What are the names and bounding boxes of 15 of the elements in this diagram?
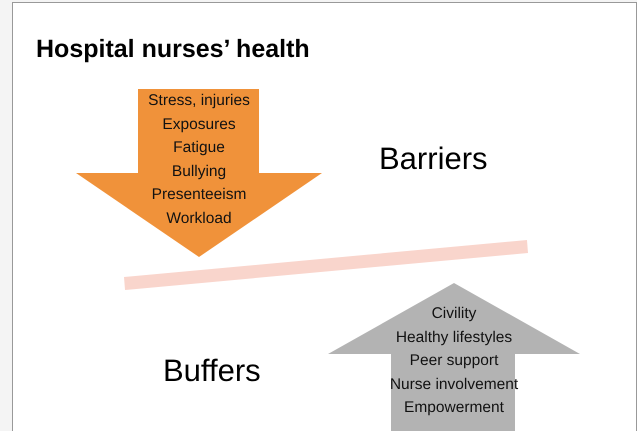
- list-item-text: Presenteeism: [150, 185, 248, 205]
- seesaw-bar: [124, 240, 528, 290]
- barriers-label: Barriers: [379, 141, 488, 177]
- list-item-text: Peer support: [408, 351, 500, 371]
- list-item-text: Bullying: [170, 162, 228, 182]
- list-item-text: Stress, injuries: [147, 91, 251, 111]
- list-item-text: Civility: [430, 304, 478, 324]
- slide-title: Hospital nurses’ health: [36, 35, 310, 64]
- list-item-text: Healthy lifestyles: [394, 328, 514, 348]
- list-item-text: Nurse involvement: [388, 374, 520, 394]
- list-item-text: Empowerment: [403, 398, 505, 418]
- buffers-label: Buffers: [163, 353, 261, 389]
- list-item-text: Exposures: [161, 114, 237, 134]
- list-item-text: Fatigue: [172, 138, 226, 158]
- list-item-text: Workload: [165, 208, 233, 228]
